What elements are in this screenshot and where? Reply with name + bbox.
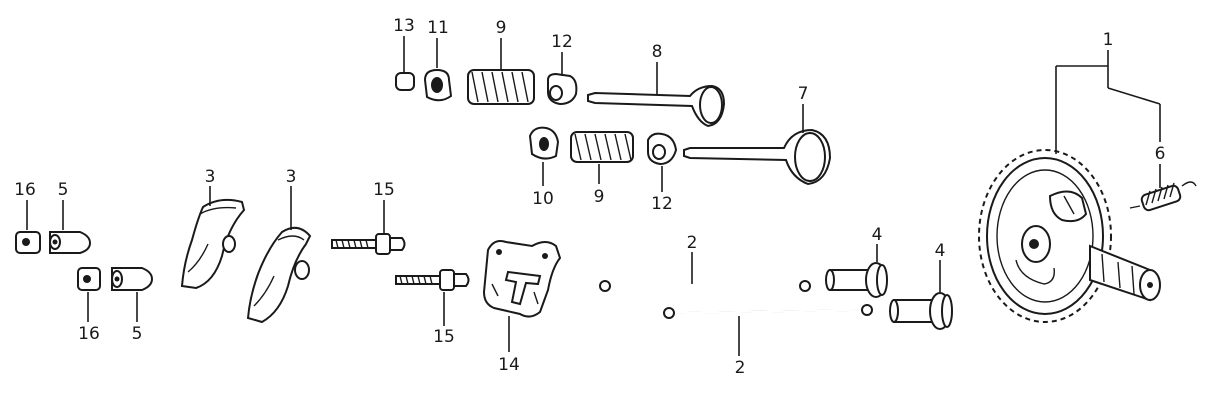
part-3-rocker-arm-right [246,226,312,324]
callout-2-bottom: 2 [735,358,746,378]
part-9-spring-top [467,69,535,105]
part-5-adjuster-bottom [111,267,154,291]
part-12-seal-top [547,72,578,106]
part-4-tappet-right [889,292,953,330]
callout-16-top: 16 [14,180,36,200]
callout-12-top: 12 [551,32,573,52]
callout-1: 1 [1103,30,1114,50]
part-11-retainer [423,68,453,102]
callout-9-top: 9 [496,18,507,38]
part-2-push-rod-bottom [663,304,873,319]
part-8-valve [587,84,726,128]
part-14-guide-plate [482,240,562,318]
part-1-camshaft-gear [978,149,1161,323]
part-15-stud-bottom [395,269,470,291]
callout-3-left: 3 [205,167,216,187]
callout-4-right: 4 [935,241,946,261]
callout-15-bottom: 15 [433,327,455,347]
callout-10: 10 [532,189,554,209]
part-13-valve-cap [395,72,415,91]
callout-labels: 13 11 9 12 8 7 10 9 12 1 6 16 5 3 3 15 2… [14,16,1165,378]
part-16-nut-bottom [77,267,101,291]
part-7-valve [683,128,832,186]
callout-12-bottom: 12 [651,194,673,214]
part-6-spring [1129,181,1197,212]
callout-5-bottom: 5 [132,324,143,344]
callout-4-left: 4 [872,225,883,245]
part-9-spring-bottom [570,131,634,163]
part-10-retainer [528,126,560,160]
part-12-seal-bottom [647,132,678,166]
callout-13: 13 [393,16,415,36]
part-2-push-rod-top [599,280,811,292]
callout-14: 14 [498,355,520,375]
part-16-nut-top [15,231,41,254]
callout-16-bottom: 16 [78,324,100,344]
part-3-rocker-arm-left [180,198,246,290]
callout-11: 11 [427,18,449,38]
callout-6: 6 [1155,144,1166,164]
part-5-adjuster-top [49,231,92,254]
part-15-stud-top [331,233,406,255]
callout-9-bottom: 9 [594,187,605,207]
callout-8: 8 [652,42,663,62]
leader-lines [26,36,1161,356]
callout-2-top: 2 [687,233,698,253]
callout-7: 7 [798,84,809,104]
callout-5-top: 5 [58,180,69,200]
part-4-tappet-left [825,262,888,298]
callout-15-top: 15 [373,180,395,200]
callout-3-right: 3 [286,167,297,187]
